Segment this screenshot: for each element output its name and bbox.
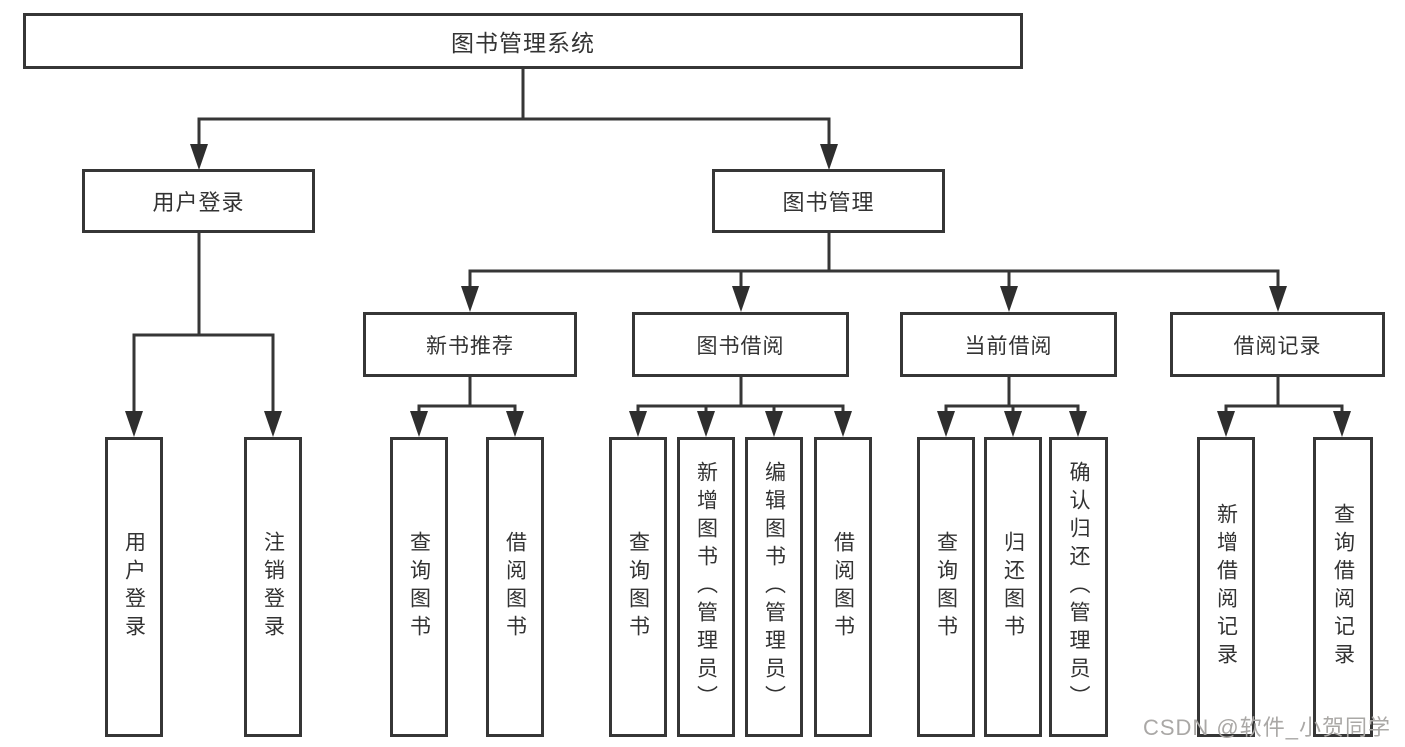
- leaf-return-book: 归还图书: [984, 437, 1042, 737]
- connector-management: [468, 230, 1280, 290]
- node-borrow-records-label: 借阅记录: [1233, 334, 1322, 358]
- leaf-query-borrow-record: 查询借阅记录: [1313, 437, 1373, 737]
- arrow-icon: [834, 411, 852, 437]
- arrow-icon: [461, 286, 479, 312]
- leaf-add-borrow-record-label: 新增借阅记录: [1214, 503, 1238, 671]
- leaf-logout-label: 注销登录: [261, 531, 285, 643]
- arrow-icon: [732, 286, 750, 312]
- leaf-add-borrow-record: 新增借阅记录: [1197, 437, 1255, 737]
- leaf-query-books-recommend: 查询图书: [390, 437, 448, 737]
- leaf-user-login: 用户登录: [105, 437, 163, 737]
- arrow-icon: [697, 411, 715, 437]
- leaf-confirm-return-admin-label: 确认归还（管理员）: [1067, 461, 1090, 713]
- connector-borrow: [636, 375, 845, 415]
- leaf-edit-book-admin: 编辑图书（管理员）: [745, 437, 803, 737]
- leaf-add-book-admin: 新增图书（管理员）: [677, 437, 735, 737]
- node-root: 图书管理系统: [23, 13, 1023, 69]
- leaf-query-books-borrow: 查询图书: [609, 437, 667, 737]
- arrow-icon: [820, 144, 838, 170]
- leaf-query-books-current-label: 查询图书: [934, 531, 958, 643]
- arrow-icon: [125, 411, 143, 437]
- leaf-borrow-books: 借阅图书: [814, 437, 872, 737]
- arrow-icon: [506, 411, 524, 437]
- arrow-icon: [1069, 411, 1087, 437]
- node-root-label: 图书管理系统: [451, 30, 595, 56]
- arrow-icon: [937, 411, 955, 437]
- arrow-icon: [1217, 411, 1235, 437]
- arrow-icon: [1000, 286, 1018, 312]
- arrow-icon: [410, 411, 428, 437]
- connector-root: [197, 67, 831, 148]
- arrow-icon: [1004, 411, 1022, 437]
- leaf-borrow-books-recommend-label: 借阅图书: [503, 531, 527, 643]
- node-user-login: 用户登录: [82, 169, 315, 233]
- connector-current: [944, 375, 1080, 415]
- leaf-add-book-admin-label: 新增图书（管理员）: [694, 461, 718, 713]
- node-current-borrow-label: 当前借阅: [964, 334, 1053, 358]
- watermark: CSDN @软件_小贺同学: [1142, 715, 1391, 740]
- connector-recommend: [417, 375, 517, 415]
- arrow-icon: [190, 144, 208, 170]
- node-borrow-records: 借阅记录: [1170, 312, 1385, 377]
- leaf-edit-book-admin-label: 编辑图书（管理员）: [762, 461, 786, 713]
- node-book-borrow: 图书借阅: [632, 312, 849, 377]
- connector-login: [132, 230, 275, 415]
- node-new-book-recommend-label: 新书推荐: [426, 334, 514, 358]
- node-new-book-recommend: 新书推荐: [363, 312, 577, 377]
- leaf-borrow-books-recommend: 借阅图书: [486, 437, 544, 737]
- arrow-icon: [264, 411, 282, 437]
- leaf-user-login-label: 用户登录: [122, 531, 146, 643]
- node-current-borrow: 当前借阅: [900, 312, 1117, 377]
- arrow-icon: [765, 411, 783, 437]
- leaf-logout: 注销登录: [244, 437, 302, 737]
- leaf-query-books-recommend-label: 查询图书: [407, 531, 431, 643]
- connector-records: [1224, 375, 1344, 415]
- arrow-icon: [1333, 411, 1351, 437]
- leaf-query-books-current: 查询图书: [917, 437, 975, 737]
- arrow-icon: [629, 411, 647, 437]
- leaf-borrow-books-label: 借阅图书: [831, 531, 855, 643]
- leaf-query-borrow-record-label: 查询借阅记录: [1331, 503, 1355, 671]
- node-book-management: 图书管理: [712, 169, 945, 233]
- node-user-login-label: 用户登录: [152, 190, 245, 215]
- node-book-borrow-label: 图书借阅: [696, 334, 785, 358]
- leaf-confirm-return-admin: 确认归还（管理员）: [1049, 437, 1108, 737]
- leaf-query-books-borrow-label: 查询图书: [626, 531, 650, 643]
- leaf-return-book-label: 归还图书: [1001, 531, 1025, 643]
- arrow-icon: [1269, 286, 1287, 312]
- node-book-management-label: 图书管理: [782, 190, 875, 215]
